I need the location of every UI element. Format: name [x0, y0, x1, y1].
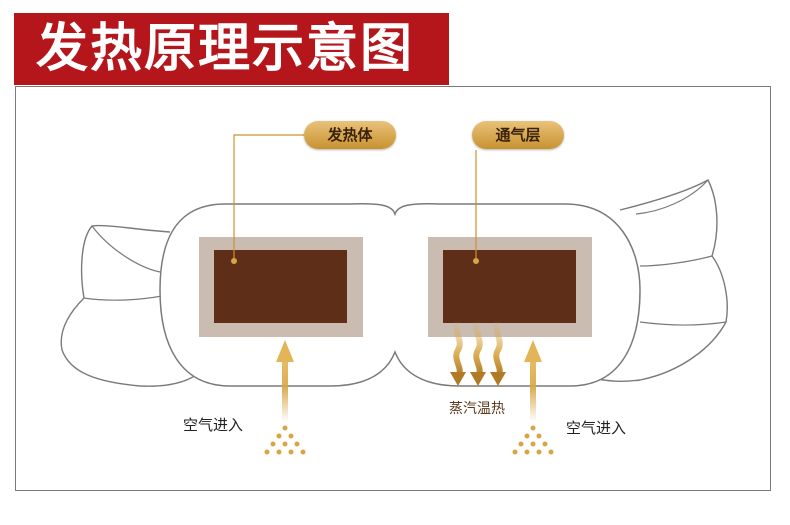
heater-right-inner [443, 250, 576, 323]
label-vent-layer: 通气层 [472, 121, 564, 149]
left-strap-fold [83, 225, 163, 301]
air-arrow-right [524, 340, 542, 422]
title-banner: 发热原理示意图 [14, 13, 449, 85]
steam-arrows [450, 317, 506, 386]
air-particles-left [264, 425, 306, 455]
page-title: 发热原理示意图 [36, 19, 415, 79]
label-heating-body: 发热体 [304, 121, 396, 149]
callout-dot-vent [473, 258, 479, 264]
air-arrow-left [276, 340, 294, 422]
air-particles-right [512, 425, 554, 455]
label-air-in-left: 空气进入 [183, 416, 244, 434]
label-steam: 蒸汽温热 [449, 401, 505, 417]
callout-line-heating [233, 134, 305, 261]
callout-dot-heating [231, 258, 237, 264]
label-air-in-right: 空气进入 [566, 419, 627, 437]
diagram-frame [15, 86, 771, 491]
left-strap [60, 224, 211, 387]
right-strap [579, 179, 728, 382]
right-strap-fold [635, 179, 727, 326]
